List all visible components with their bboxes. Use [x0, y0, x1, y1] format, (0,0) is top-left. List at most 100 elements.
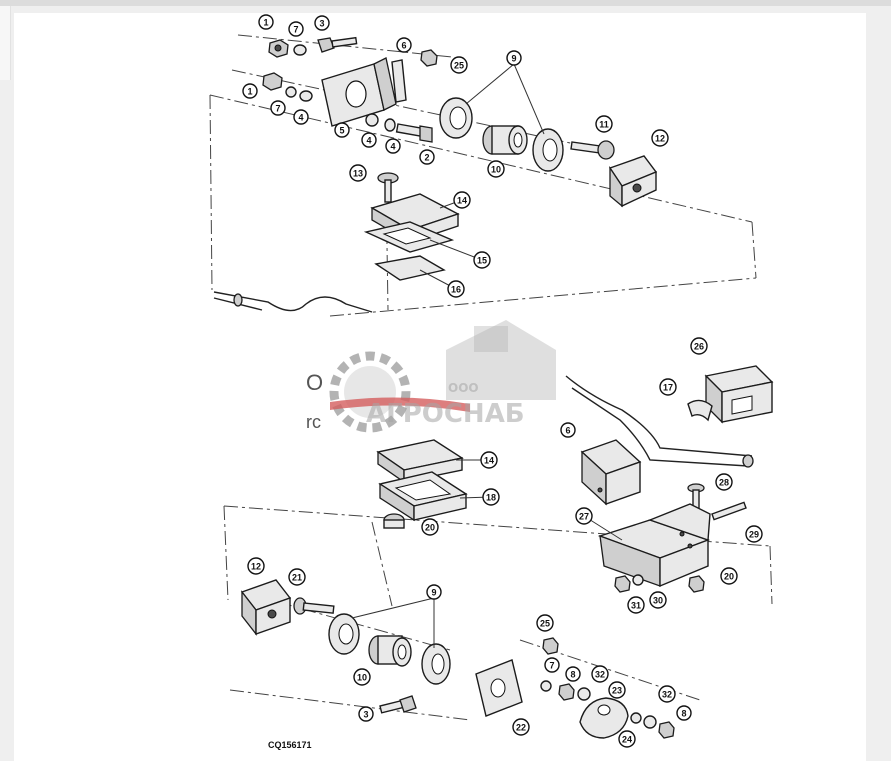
callout-10: 10 [353, 668, 371, 686]
callout-label: 26 [694, 342, 704, 352]
callout-4: 4 [361, 132, 377, 148]
callout-label: 1 [263, 18, 268, 28]
flange-part-9b [532, 128, 564, 172]
callout-17: 17 [659, 378, 677, 396]
callout-21: 21 [288, 568, 306, 586]
callout-label: 4 [298, 113, 303, 123]
block-part-6-bottom [580, 439, 642, 506]
washer-part-4c [384, 118, 396, 132]
callout-label: 15 [477, 256, 487, 266]
callout-16: 16 [447, 280, 465, 298]
window-top-bar [0, 0, 891, 6]
callout-29: 29 [745, 525, 763, 543]
callout-label: 4 [366, 136, 371, 146]
callout-7: 7 [544, 657, 560, 673]
bushing-part-10 [482, 125, 528, 155]
callout-label: 13 [353, 169, 363, 179]
callout-label: 7 [293, 25, 298, 35]
callout-label: 25 [540, 619, 550, 629]
bolt-part-11 [570, 140, 615, 160]
callout-18: 18 [482, 488, 500, 506]
top-assembly [209, 34, 757, 317]
callout-label: 10 [491, 165, 501, 175]
washer-part-30 [632, 574, 644, 586]
flange-part-9d [421, 643, 451, 685]
callout-label: 6 [565, 426, 570, 436]
callout-label: 9 [511, 54, 516, 64]
callout-label: 12 [251, 562, 261, 572]
callout-label: 22 [516, 723, 526, 733]
callout-30: 30 [649, 591, 667, 609]
callout-24: 24 [618, 730, 636, 748]
watermark-prefix: ООО [448, 381, 479, 395]
callout-label: 16 [451, 285, 461, 295]
bolt-part-21 [293, 597, 335, 615]
callout-22: 22 [512, 718, 530, 736]
callout-25: 25 [450, 56, 468, 74]
callout-label: 23 [612, 686, 622, 696]
callout-7: 7 [288, 21, 304, 37]
washer-part-7b [285, 86, 297, 98]
bracket-part-27 [597, 503, 711, 588]
washer-part-32b [630, 712, 642, 724]
callout-label: 14 [457, 196, 467, 206]
callout-3: 3 [358, 706, 374, 722]
callout-32: 32 [591, 665, 609, 683]
plate-part-22 [475, 659, 523, 717]
harvester-icon [446, 320, 556, 400]
leader-lines [351, 63, 623, 648]
callout-20: 20 [421, 518, 439, 536]
red-swoosh [330, 397, 470, 412]
callout-1: 1 [242, 83, 258, 99]
callout-label: 29 [749, 530, 759, 540]
callout-label: 32 [662, 690, 672, 700]
callout-11: 11 [595, 115, 613, 133]
callout-label: 28 [719, 478, 729, 488]
left-text-fragment-1: O [306, 370, 323, 395]
clip-part-17 [687, 399, 713, 422]
bottom-assembly [223, 365, 774, 739]
callout-label: 25 [454, 61, 464, 71]
callout-4: 4 [293, 109, 309, 125]
callout-label: 7 [275, 104, 280, 114]
washer-part-32 [577, 687, 591, 701]
nut-part-8b [658, 721, 675, 739]
callout-label: 5 [339, 126, 344, 136]
callout-9: 9 [426, 584, 442, 600]
washer-part-4b [365, 113, 379, 127]
callout-12: 12 [651, 129, 669, 147]
left-text-fragment-2: rc [306, 412, 321, 432]
bracket-part-5 [321, 57, 397, 127]
plate-part-6 [391, 59, 407, 103]
callout-14: 14 [480, 451, 498, 469]
callout-label: 4 [390, 142, 395, 152]
callout-7: 7 [270, 100, 286, 116]
callout-23: 23 [608, 681, 626, 699]
callout-4: 4 [385, 138, 401, 154]
flange-part-9c [328, 613, 360, 655]
callout-label: 8 [681, 709, 686, 719]
bolt-part-29 [711, 501, 747, 521]
watermark-logo: ООО АГРОСНАБ [329, 320, 556, 433]
callout-6: 6 [396, 37, 412, 53]
callout-20: 20 [720, 567, 738, 585]
bolt-part-13 [377, 172, 399, 203]
callout-label: 7 [549, 661, 554, 671]
callout-label: 17 [663, 383, 673, 393]
nut-part-1b [262, 72, 283, 91]
callout-15: 15 [473, 251, 491, 269]
callout-1: 1 [258, 14, 274, 30]
bolt-part-28 [687, 483, 705, 511]
callout-3: 3 [314, 15, 330, 31]
callout-label: 31 [631, 601, 641, 611]
washer-part-32c [643, 715, 657, 729]
callout-label: 14 [484, 456, 494, 466]
shim-part-16 [374, 255, 446, 281]
callout-9: 9 [506, 50, 522, 66]
nut-part-20 [383, 513, 405, 529]
watermark-company-name: АГРОСНАБ [366, 399, 525, 429]
callout-31: 31 [627, 596, 645, 614]
callout-label: 11 [599, 120, 609, 130]
